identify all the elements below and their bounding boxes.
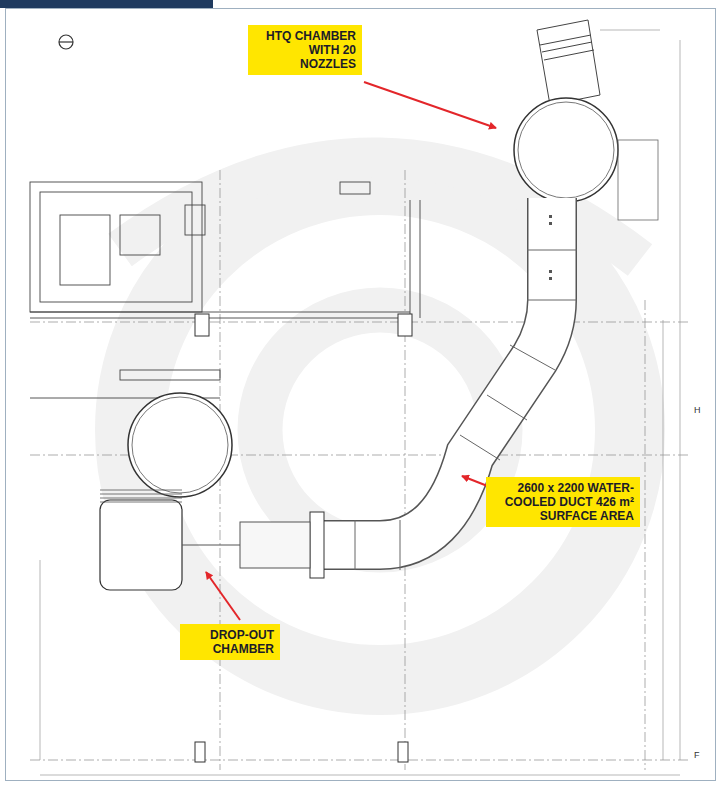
grid-label: H [693,405,702,415]
callout-box: DROP-OUT CHAMBER [180,624,280,660]
callout-text: DROP-OUT CHAMBER [186,628,274,656]
callout-text: 2600 x 2200 WATER- COOLED DUCT 426 m² SU… [492,481,634,523]
callout-text: HTQ CHAMBER WITH 20 NOZZLES [254,29,356,71]
grid-label: F [693,750,701,760]
callout-box: HTQ CHAMBER WITH 20 NOZZLES [248,25,362,75]
callout-box: 2600 x 2200 WATER- COOLED DUCT 426 m² SU… [486,477,640,527]
